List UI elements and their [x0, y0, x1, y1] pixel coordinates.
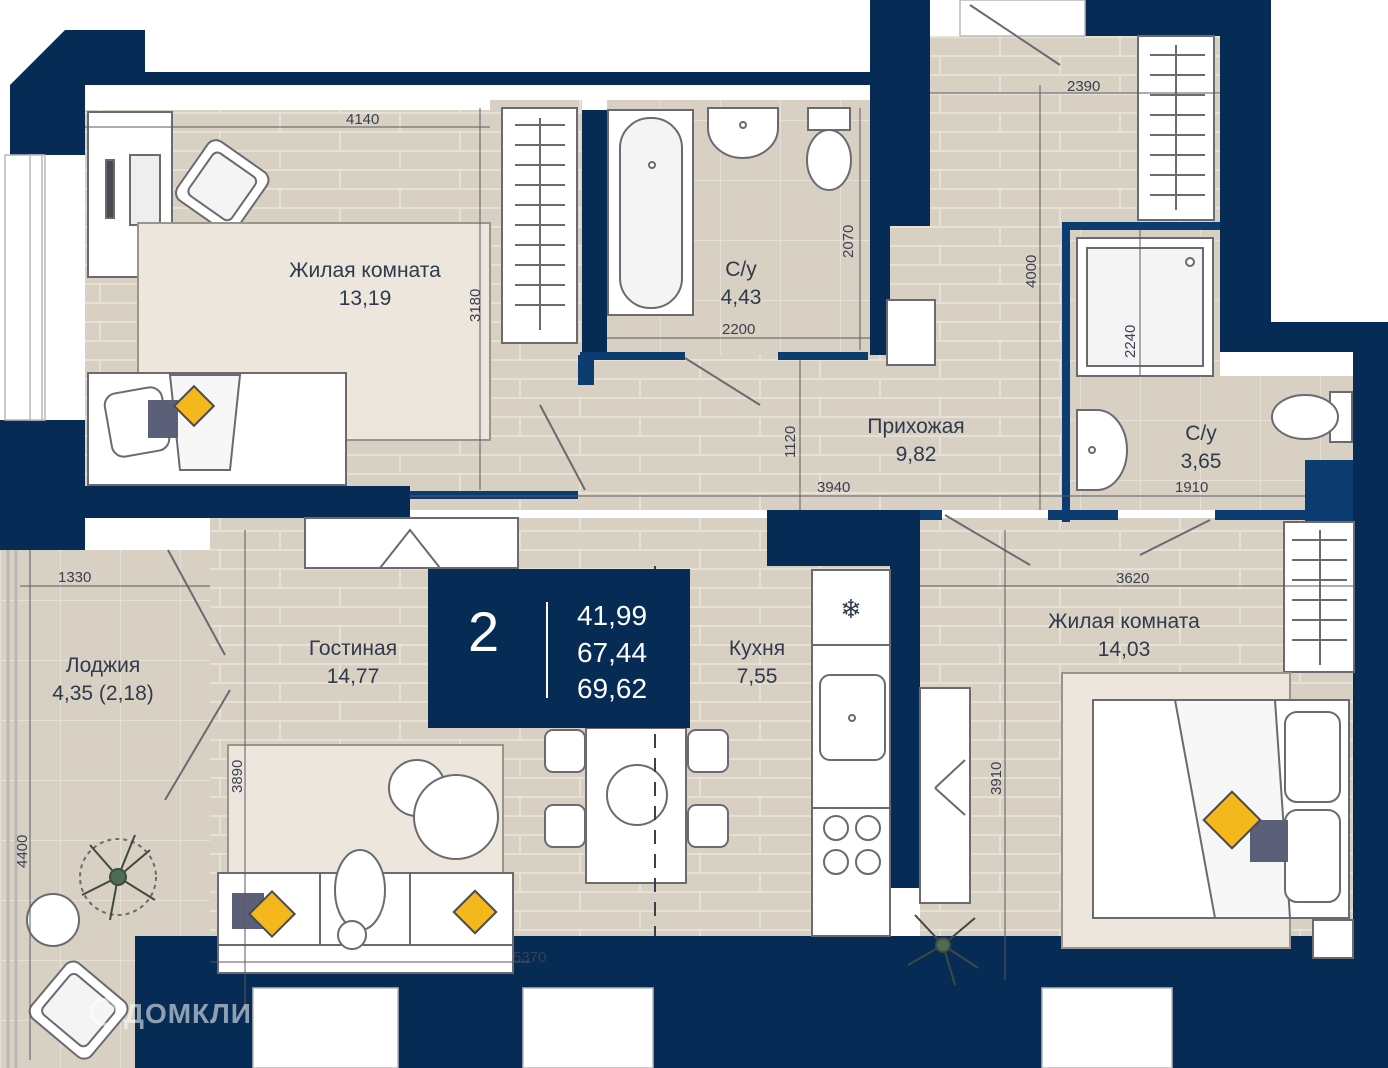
dim-1910: 1910 [1175, 479, 1208, 496]
dim-4400: 4400 [14, 835, 31, 868]
dim-1120: 1120 [782, 426, 799, 458]
dim-5370: 5370 [513, 949, 546, 966]
plant-icon [79, 834, 157, 921]
bedroom1-area: 13,19 [339, 287, 392, 310]
rooms-count: 2 [468, 600, 500, 663]
dim-4000: 4000 [1023, 255, 1040, 288]
bath2-area: 3,65 [1181, 450, 1222, 473]
apartment-summary-box: 2 41,99 67,44 69,62 [428, 569, 690, 728]
summary-divider [546, 602, 548, 698]
dim-4140: 4140 [346, 111, 379, 128]
bedroom2-area: 14,03 [1098, 638, 1151, 661]
loggia-furniture [6, 550, 129, 1068]
loggia-area: 4,35 (2,18) [52, 682, 154, 705]
bath2-name: С/у [1185, 422, 1217, 445]
dim-2240: 2240 [1122, 325, 1139, 358]
bedroom1-name: Жилая комната [289, 259, 441, 282]
bedroom1-furniture [87, 111, 491, 486]
interior-walls [410, 222, 1353, 522]
bath1-name: С/у [725, 258, 757, 281]
dim-3180: 3180 [467, 289, 484, 322]
dim-3910: 3910 [988, 762, 1005, 795]
doors [164, 4, 1211, 801]
dim-3940: 3940 [817, 479, 850, 496]
snowflake-icon: ❄ [840, 595, 862, 625]
dim-1330: 1330 [58, 569, 91, 586]
living-area: 14,77 [327, 665, 380, 688]
dim-2390: 2390 [1067, 78, 1100, 95]
bedroom2-furniture [1061, 672, 1354, 959]
dim-3620: 3620 [1116, 570, 1149, 587]
dim-3890: 3890 [229, 760, 246, 793]
hall-fixtures [304, 35, 1355, 673]
total-area-with-loggia: 69,62 [576, 673, 648, 704]
plant-icon [907, 914, 979, 986]
bath1-area: 4,43 [721, 286, 762, 309]
watermark: ДОМКЛИК [90, 998, 270, 1030]
kitchen-area: 7,55 [737, 665, 778, 688]
kitchen-name: Кухня [729, 637, 785, 660]
bedroom2-name: Жилая комната [1048, 610, 1200, 633]
bath1-fixtures [501, 107, 936, 366]
dimension-lines [20, 85, 1353, 1060]
hall-area: 9,82 [896, 443, 937, 466]
dim-2070: 2070 [840, 225, 857, 258]
living-area-total: 41,99 [576, 600, 648, 631]
living-name: Гостиная [309, 637, 397, 660]
house-logo-icon [90, 998, 118, 1026]
dim-2200: 2200 [722, 321, 755, 338]
kitchen-furniture [544, 566, 891, 937]
hall-name: Прихожая [867, 415, 964, 438]
living-furniture [217, 687, 971, 974]
loggia-name: Лоджия [66, 654, 140, 677]
windows [4, 0, 1173, 1068]
total-area: 67,44 [576, 637, 648, 668]
